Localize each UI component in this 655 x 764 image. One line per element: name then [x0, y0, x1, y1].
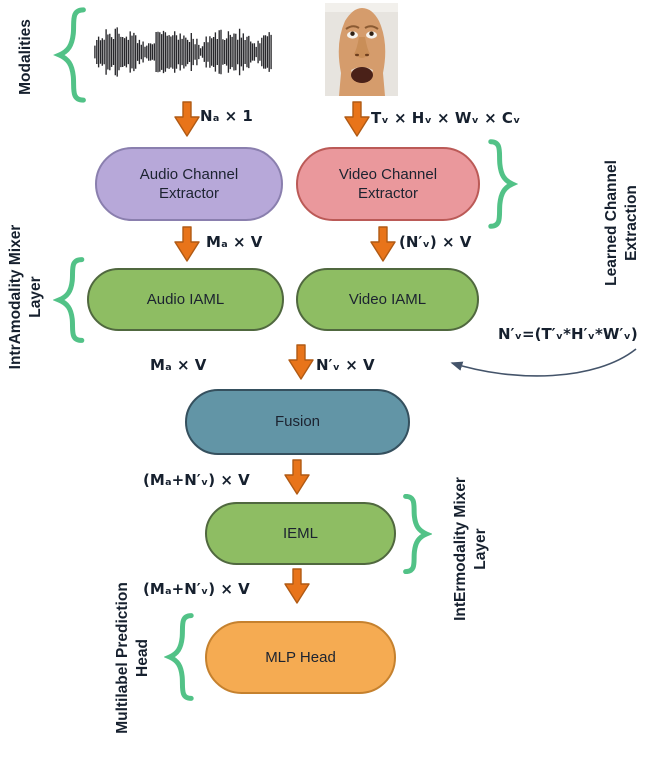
audio-input-dim-label: Nₐ × 1 [200, 107, 253, 125]
multilabel-label: Multilabel Prediction Head [113, 582, 151, 734]
video-extractor-label: Video Channel Extractor [338, 165, 438, 203]
video-iaml-label: Video IAML [348, 290, 427, 308]
down-arrow-icon [370, 226, 396, 262]
iaml-brace-icon [53, 257, 89, 343]
modalities-brace-icon [53, 7, 91, 103]
face-image [325, 3, 398, 96]
down-arrow-icon [174, 226, 200, 262]
video-input-dim-label: Tᵥ × Hᵥ × Wᵥ × Cᵥ [371, 109, 521, 127]
down-arrow-icon [284, 459, 310, 495]
mlp-head-box: MLP Head [205, 621, 396, 694]
intramodality-label: IntrAmodality Mixer Layer [6, 224, 44, 370]
audio-iaml-label: Audio IAML [146, 290, 225, 308]
mlp-brace-icon [164, 613, 198, 701]
down-arrow-icon [288, 344, 314, 380]
audio-waveform-image [94, 24, 272, 80]
down-arrow-icon [284, 568, 310, 604]
down-arrow-icon [174, 101, 200, 137]
video-extractor-box: Video Channel Extractor [296, 147, 480, 221]
nv-definition-label: N′ᵥ=(T′ᵥ*H′ᵥ*W′ᵥ) [498, 325, 638, 343]
intermodality-label: IntErmodality Mixer Layer [451, 477, 489, 621]
audio-iaml-box: Audio IAML [87, 268, 284, 331]
ieml-brace-icon [399, 494, 432, 574]
fusion-audio-dim-label: Mₐ × V [150, 356, 207, 374]
mlp-dim-label: (Mₐ+N′ᵥ) × V [143, 580, 250, 598]
video-iaml-dim-label: (N′ᵥ) × V [399, 233, 472, 251]
video-iaml-box: Video IAML [296, 268, 479, 331]
down-arrow-icon [344, 101, 370, 137]
fusion-label: Fusion [274, 413, 321, 431]
audio-extractor-label: Audio Channel Extractor [139, 165, 239, 203]
mlp-head-label: MLP Head [265, 648, 336, 666]
learned-extraction-brace-icon [484, 139, 518, 229]
audio-extractor-box: Audio Channel Extractor [95, 147, 283, 221]
learned-extraction-label: Learned Channel Extraction [602, 160, 640, 286]
fusion-box: Fusion [185, 389, 410, 455]
modalities-label: Modalities [16, 19, 34, 95]
ieml-label: IEML [282, 524, 318, 542]
audio-iaml-dim-label: Mₐ × V [206, 233, 263, 251]
ieml-dim-label: (Mₐ+N′ᵥ) × V [143, 471, 250, 489]
ieml-box: IEML [205, 502, 396, 565]
fusion-video-dim-label: N′ᵥ × V [316, 356, 375, 374]
